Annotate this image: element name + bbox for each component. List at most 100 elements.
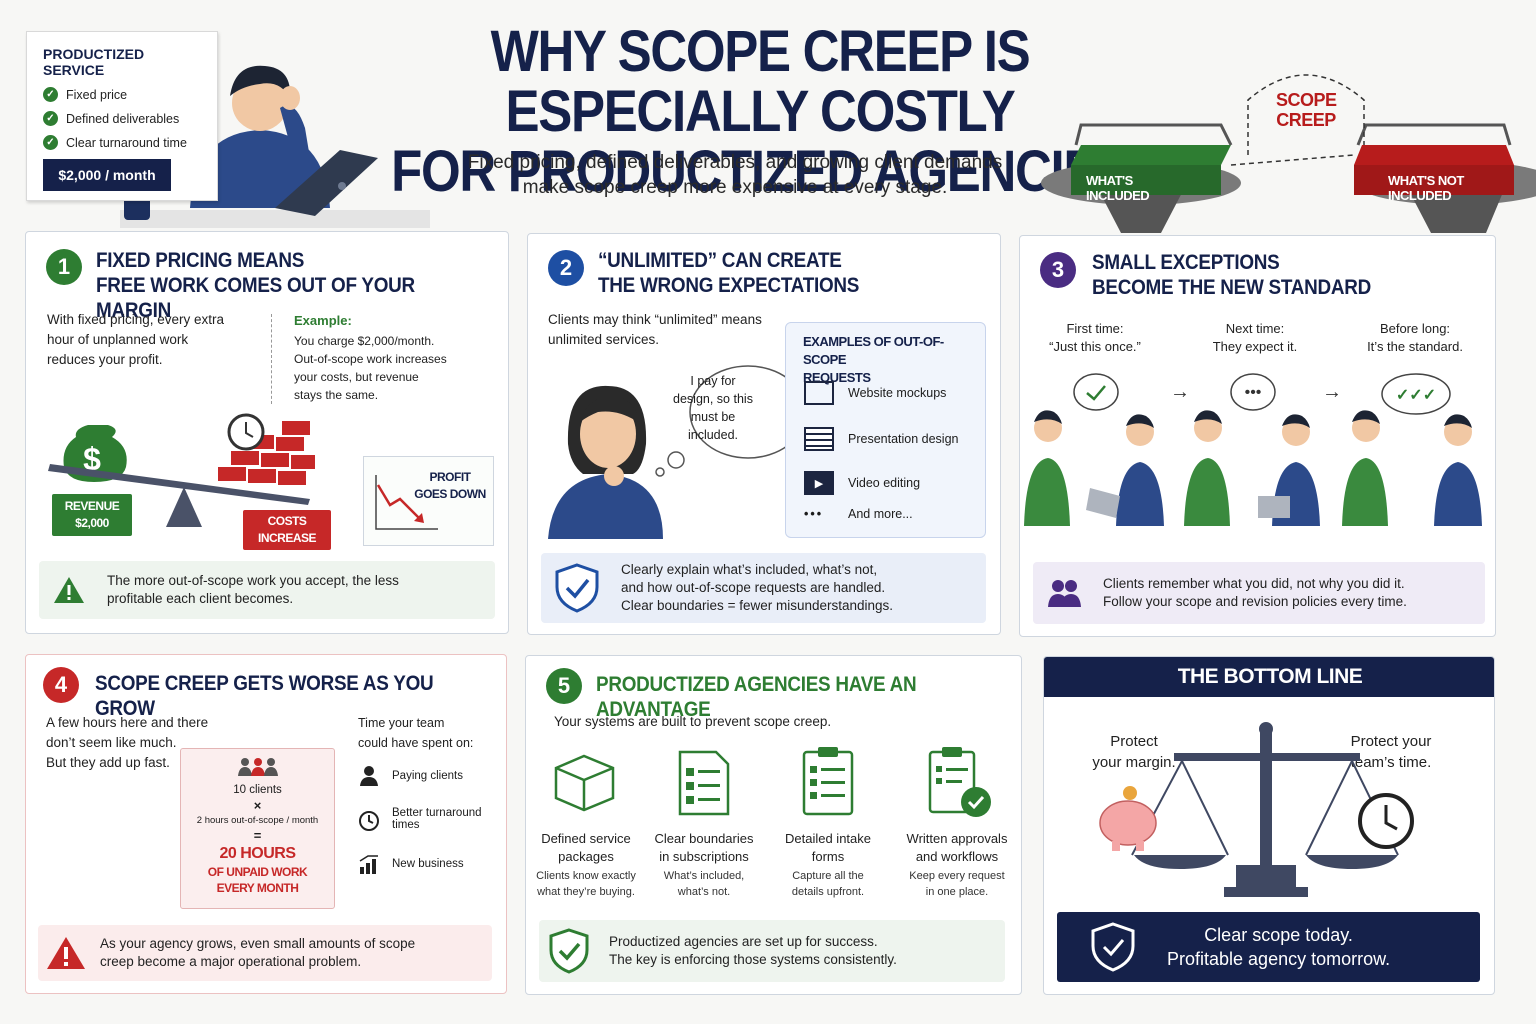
step-number: 4: [43, 667, 79, 703]
price-tag: $2,000 / month: [43, 159, 171, 191]
speech-bubble-checks-icon: ✓✓✓: [1381, 373, 1451, 415]
example-item: ▶Video editing: [804, 471, 920, 495]
unpaid-hours-calc: 10 clients × 2 hours out-of-scope / mont…: [180, 748, 335, 909]
time-item: Paying clients: [358, 765, 463, 787]
examples-title: EXAMPLES OF OUT-OF-SCOPE REQUESTS: [803, 334, 944, 385]
page-subtitle: Fixed pricing, defined deliverables, and…: [467, 152, 1003, 198]
included-label: WHAT'S INCLUDED: [1086, 173, 1150, 203]
card-small-exceptions: 3 SMALL EXCEPTIONS BECOME THE NEW STANDA…: [1019, 235, 1496, 637]
client-escalation-illustration: → ••• → ✓✓✓: [1024, 373, 1482, 526]
check-icon: ✓: [43, 111, 58, 126]
presentation-icon: [804, 427, 834, 451]
service-item: ✓Fixed price: [43, 87, 201, 102]
piggy-bank-icon: [1099, 786, 1157, 851]
svg-text:•••: •••: [1245, 384, 1262, 401]
divider: [271, 314, 272, 404]
stressed-person-illustration: [120, 65, 430, 228]
approval-clipboard-icon: [928, 747, 991, 817]
examples-box: EXAMPLES OF OUT-OF-SCOPE REQUESTS Websit…: [785, 322, 986, 538]
example-item: Website mockups: [804, 381, 946, 405]
mug-icon: [124, 196, 150, 220]
check-icon: ✓: [43, 135, 58, 150]
money-bag-icon: [63, 425, 127, 482]
example-item: Presentation design: [804, 427, 959, 451]
example-block: Example: You charge $2,000/month. Out-of…: [294, 313, 447, 402]
card-body: A few hours here and there don’t seem li…: [46, 715, 209, 770]
stage-first: First time:“Just this once.”: [1049, 321, 1141, 354]
card-unlimited: 2 “UNLIMITED” CAN CREATE THE WRONG EXPEC…: [527, 233, 1001, 635]
card-intro: Your systems are built to prevent scope …: [554, 714, 832, 729]
monitor-icon: [804, 381, 834, 405]
clipboard-icon: [802, 747, 854, 816]
success-note: Productized agencies are set up for succ…: [539, 920, 1005, 982]
stage-standard: Before long:It’s the standard.: [1367, 321, 1463, 354]
costs-label: COSTS INCREASE: [243, 510, 331, 550]
clock-icon: [359, 811, 379, 831]
card-growth: 4 SCOPE CREEP GETS WORSE AS YOU GROW A f…: [25, 654, 507, 994]
shield-check-icon: [555, 563, 599, 613]
card-title: PRODUCTIZED AGENCIES HAVE AN ADVANTAGE: [596, 673, 917, 721]
warning-icon: [47, 937, 85, 969]
reminder-note: Clients remember what you did, not why y…: [1033, 562, 1485, 624]
service-item: ✓Defined deliverables: [43, 111, 201, 126]
check-icon: ✓: [43, 87, 58, 102]
service-item: ✓Clear turnaround time: [43, 135, 201, 150]
speech-bubble-dots-icon: •••: [1230, 373, 1276, 411]
card-title: SCOPE CREEP GETS WORSE AS YOU GROW: [95, 672, 434, 720]
svg-text:$: $: [83, 441, 101, 477]
bottom-line-banner: Clear scope today.Profitable agency tomo…: [1057, 912, 1480, 982]
step-number: 2: [548, 250, 584, 286]
person-icon: [360, 766, 378, 786]
not-included-label: WHAT'S NOT INCLUDED: [1388, 173, 1464, 203]
balance-scale-illustration: [1099, 722, 1414, 897]
warning-note: As your agency grows, even small amounts…: [38, 925, 492, 981]
advantage-col-sub: What’s included,what’s not.: [663, 870, 745, 898]
down-trend-icon: [375, 475, 438, 530]
svg-text:✓✓✓: ✓✓✓: [1396, 387, 1436, 404]
revenue-costs-scale: $: [48, 413, 315, 527]
warning-note: The more out-of-scope work you accept, t…: [39, 561, 495, 619]
example-item: •••And more...: [804, 507, 913, 521]
card-body: Clients may think “unlimited” means unli…: [548, 312, 762, 347]
scope-creep-label: SCOPE CREEP: [1276, 90, 1337, 130]
people-icon: [1048, 580, 1081, 607]
thought-bubble: I pay for design, so this must be includ…: [673, 374, 753, 442]
profit-down-chart: PROFIT GOES DOWN: [363, 456, 494, 546]
time-item: New business: [358, 853, 464, 875]
stage-next: Next time:They expect it.: [1212, 321, 1298, 354]
clock-icon: [1358, 793, 1414, 849]
card-title: SMALL EXCEPTIONS BECOME THE NEW STANDARD: [1092, 251, 1372, 299]
shield-check-icon: [549, 928, 589, 974]
productized-service-card: PRODUCTIZED SERVICE ✓Fixed price ✓Define…: [26, 31, 218, 201]
page-title: WHY SCOPE CREEP IS ESPECIALLY COSTLY FOR…: [391, 19, 1130, 204]
step-number: 1: [46, 249, 82, 285]
time-title: Time your team could have spent on:: [358, 716, 474, 750]
shield-check-icon: [1091, 922, 1135, 972]
speech-bubble-check-icon: [1073, 373, 1119, 411]
bottom-line-title: THE BOTTOM LINE: [1044, 657, 1494, 697]
clients-icon: [237, 758, 278, 776]
package-icon: [554, 754, 615, 812]
info-note: Clearly explain what’s included, what’s …: [541, 553, 986, 623]
scope-creep-bridge-illustration: [1041, 74, 1536, 233]
step-number: 3: [1040, 252, 1076, 288]
service-card-title: PRODUCTIZED SERVICE: [43, 46, 145, 78]
card-title: FIXED PRICING MEANS FREE WORK COMES OUT …: [96, 249, 415, 322]
growth-chart-icon: [359, 855, 378, 874]
thinking-woman-illustration: [548, 365, 788, 539]
revenue-label: REVENUE $2,000: [52, 494, 132, 536]
svg-text:→: →: [1322, 381, 1342, 403]
card-title: “UNLIMITED” CAN CREATE THE WRONG EXPECTA…: [598, 249, 860, 297]
warning-icon: [54, 577, 84, 603]
checklist-icon: [678, 750, 730, 816]
card-advantage: 5 PRODUCTIZED AGENCIES HAVE AN ADVANTAGE…: [525, 655, 1022, 995]
step-number: 5: [546, 668, 582, 704]
card-body: With fixed pricing, every extra hour of …: [47, 312, 225, 367]
